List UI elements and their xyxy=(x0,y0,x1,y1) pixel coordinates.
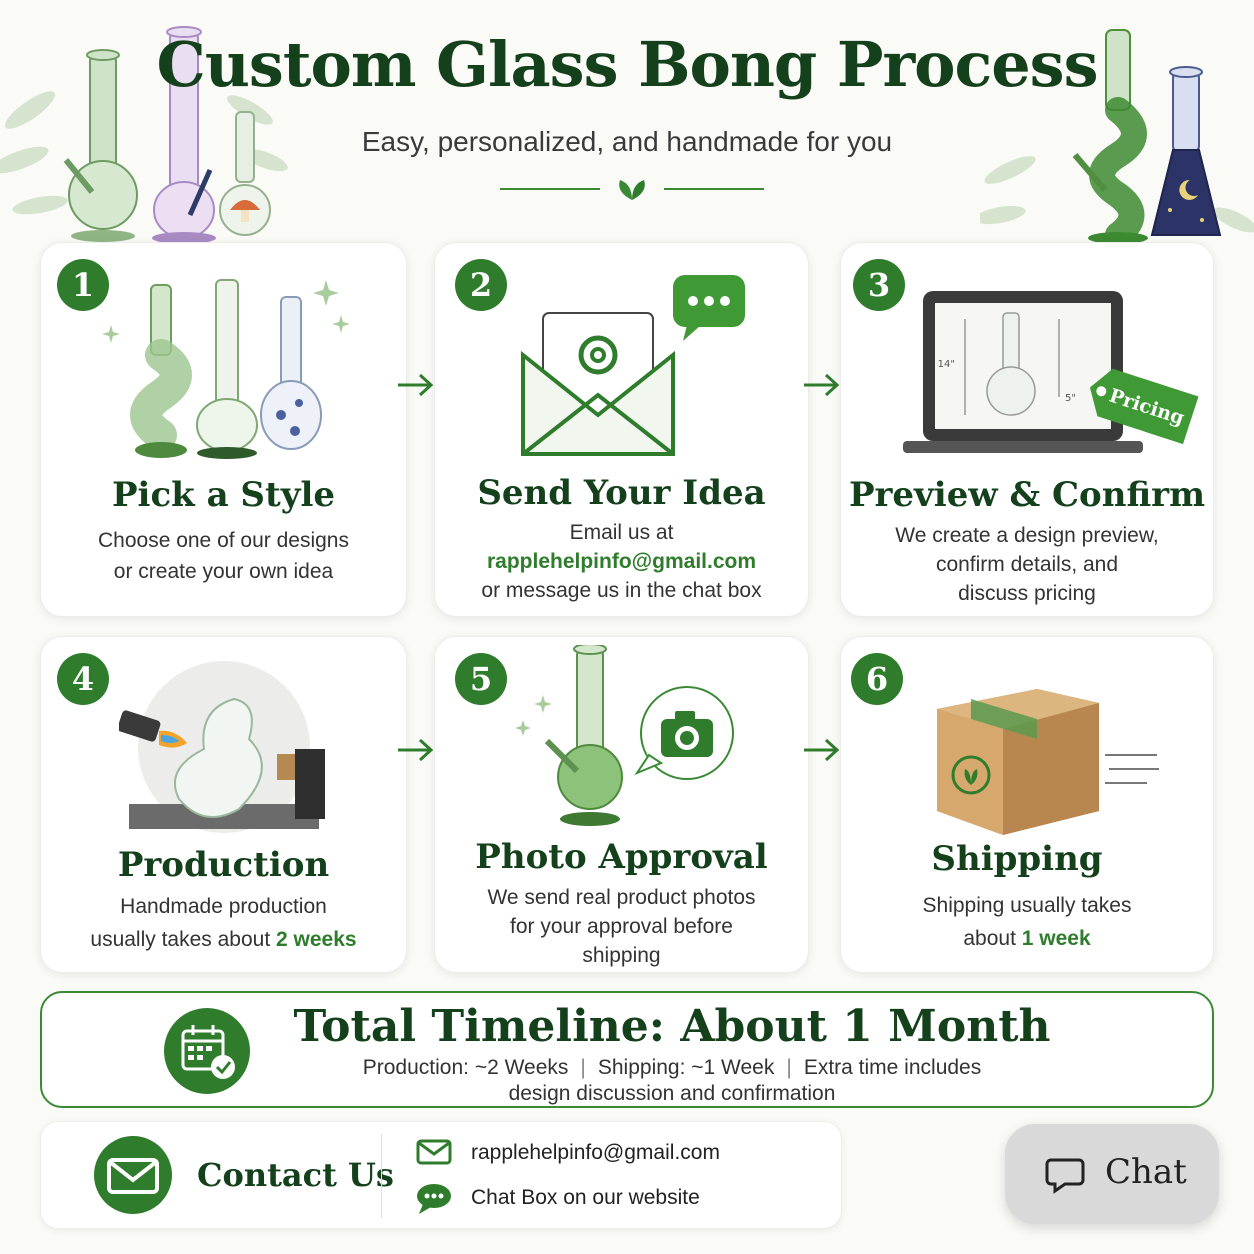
separator: | xyxy=(786,1056,792,1079)
chat-button-label: Chat xyxy=(1105,1152,1187,1192)
shipping-duration: Shipping: ~1 Week xyxy=(597,1056,775,1079)
mail-icon xyxy=(416,1139,452,1165)
glassblowing-torch-icon xyxy=(119,661,325,833)
step-title: Preview & Confirm xyxy=(848,475,1206,515)
step-description: Choose one of our designs or create your… xyxy=(51,525,396,587)
page-subtitle: Easy, personalized, and handmade for you xyxy=(361,126,893,157)
contact-chat[interactable]: Chat Box on our website xyxy=(471,1186,700,1209)
contact-email-row[interactable]: rapplehelpinfo@gmail.com xyxy=(415,1137,775,1169)
step-description-line: about 1 week xyxy=(851,922,1203,955)
camera-bubble-icon xyxy=(515,645,734,826)
step-title: Pick a Style xyxy=(111,475,335,515)
step-title: Shipping xyxy=(931,839,1103,879)
step-description-line: Choose one of our designs xyxy=(97,529,349,552)
arrow-right-icon xyxy=(398,738,434,762)
step-description-line: for your approval before xyxy=(510,915,733,938)
step-title: Photo Approval xyxy=(475,837,768,877)
contact-email[interactable]: rapplehelpinfo@gmail.com xyxy=(471,1141,720,1164)
step-card-production: 4 Production Handmade production usually… xyxy=(40,636,407,973)
contact-panel: Contact Us rapplehelpinfo@gmail.com Chat… xyxy=(40,1121,842,1229)
bong-collection-right-illustration xyxy=(980,29,1254,245)
step-card-photo-approval: 5 Photo Approval We send real product ph… xyxy=(434,636,809,973)
envelope-chat-icon xyxy=(521,275,745,456)
step-description: Handmade production usually takes about … xyxy=(51,890,396,956)
divider xyxy=(381,1134,382,1218)
bongs-trio-icon xyxy=(102,279,350,459)
chat-bubble-icon xyxy=(417,1184,451,1214)
arrow-right-icon xyxy=(398,373,434,397)
total-timeline-banner: Total Timeline: About 1 Month Production… xyxy=(40,991,1214,1108)
step-description: We send real product photos for your app… xyxy=(445,883,798,970)
chat-button[interactable]: Chat xyxy=(1005,1124,1219,1224)
timeline-details: Production: ~2 Weeks | Shipping: ~1 Week | E… xyxy=(222,1055,1122,1107)
step-description-line: discuss pricing xyxy=(958,582,1096,605)
step-number-badge: 4 xyxy=(57,653,109,705)
step-card-send-your-idea: 2 Send Your Idea Email us at rapplehelpi… xyxy=(434,242,809,617)
step-description-line: or create your own idea xyxy=(113,560,334,583)
dimension-height-label: 14" xyxy=(938,359,955,370)
step-description-line: Email us at xyxy=(569,521,674,544)
step-number-badge: 6 xyxy=(851,653,903,705)
step-description-line: shipping xyxy=(582,944,661,967)
step-description: Shipping usually takes about 1 week xyxy=(851,889,1203,955)
step-description-line: We send real product photos xyxy=(487,886,756,909)
step-description-line: Shipping usually takes xyxy=(922,894,1132,917)
step-card-pick-a-style: 1 Pick a Style Choose one of our designs… xyxy=(40,242,407,617)
step-description: We create a design preview, confirm deta… xyxy=(851,521,1203,608)
separator: | xyxy=(580,1056,586,1079)
contact-chat-row[interactable]: Chat Box on our website xyxy=(415,1182,775,1214)
calendar-check-icon xyxy=(164,1008,250,1094)
step-description-text: usually takes about xyxy=(90,928,277,951)
step-description-line: We create a design preview, xyxy=(895,524,1159,547)
leaf-divider-icon xyxy=(500,180,764,200)
shipping-box-icon xyxy=(937,689,1159,835)
page-title: Custom Glass Bong Process xyxy=(156,28,1099,101)
chat-bubble-outline-icon xyxy=(1045,1158,1085,1194)
step-description-text: about xyxy=(963,927,1022,950)
step-number-badge: 3 xyxy=(853,259,905,311)
duration-highlight: 2 weeks xyxy=(276,928,357,951)
step-description-line: confirm details, and xyxy=(935,553,1119,576)
step-card-preview-confirm: 3 14" 5" Pricing Preview & Confirm We cr… xyxy=(840,242,1214,617)
step-description-line: or message us in the chat box xyxy=(481,579,762,602)
bong-collection-left-illustration xyxy=(0,26,288,244)
production-duration: Production: ~2 Weeks xyxy=(362,1056,569,1079)
timeline-details-line: Production: ~2 Weeks | Shipping: ~1 Week | E… xyxy=(222,1055,1122,1081)
step-description: Email us at rapplehelpinfo@gmail.com or … xyxy=(445,518,798,605)
arrow-right-icon xyxy=(804,738,840,762)
duration-highlight: 1 week xyxy=(1021,927,1091,950)
mail-circle-icon xyxy=(94,1136,172,1214)
step-number-badge: 2 xyxy=(455,259,507,311)
step-number-badge: 5 xyxy=(455,653,507,705)
step-description-line: usually takes about 2 weeks xyxy=(51,923,396,956)
dimension-base-label: 5" xyxy=(1065,393,1076,404)
extra-time-note-continued: design discussion and confirmation xyxy=(508,1082,836,1105)
step-title: Send Your Idea xyxy=(477,473,766,513)
contact-us-heading: Contact Us xyxy=(197,1156,394,1194)
step-card-shipping: 6 Shipping Shipping usually takes about … xyxy=(840,636,1214,973)
email-link[interactable]: rapplehelpinfo@gmail.com xyxy=(486,550,756,573)
arrow-right-icon xyxy=(804,373,840,397)
step-description-line: Handmade production xyxy=(120,895,327,918)
step-number-badge: 1 xyxy=(57,259,109,311)
laptop-preview-icon: 14" 5" Pricing xyxy=(903,291,1199,453)
header: Custom Glass Bong Process Easy, personal… xyxy=(0,0,1254,245)
extra-time-note: Extra time includes xyxy=(803,1056,982,1079)
step-title: Production xyxy=(117,845,330,885)
timeline-title: Total Timeline: About 1 Month xyxy=(293,1001,1051,1052)
